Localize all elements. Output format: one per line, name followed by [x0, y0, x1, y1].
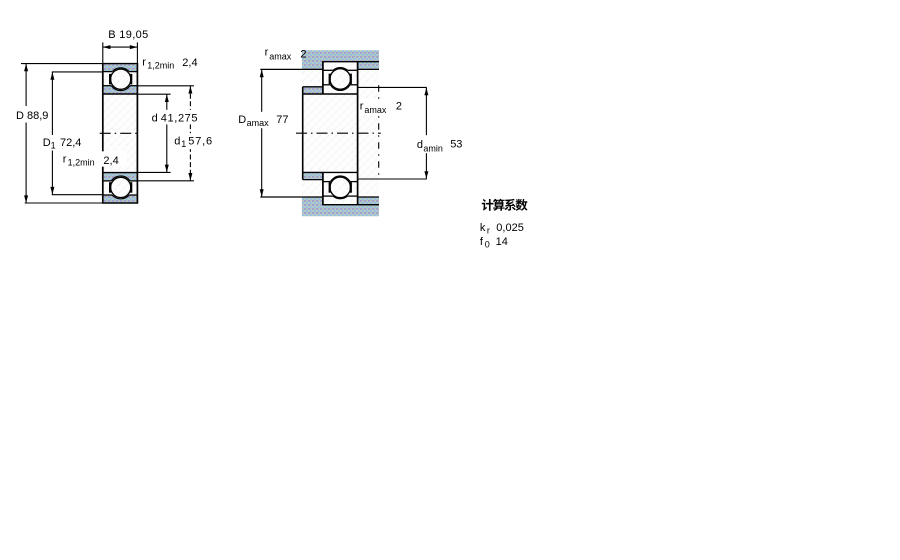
svg-text:14: 14: [496, 236, 508, 248]
svg-text:amin: amin: [423, 143, 443, 153]
svg-text:53: 53: [450, 139, 462, 151]
svg-text:2: 2: [300, 49, 306, 61]
svg-text:41,275: 41,275: [161, 113, 198, 125]
svg-text:r: r: [265, 47, 269, 59]
svg-text:f: f: [480, 236, 484, 248]
svg-text:d: d: [417, 139, 423, 151]
svg-text:d: d: [174, 136, 180, 148]
svg-text:D: D: [43, 137, 51, 149]
svg-text:2,4: 2,4: [182, 57, 197, 69]
svg-text:0: 0: [485, 240, 490, 250]
svg-text:1: 1: [51, 141, 56, 151]
svg-text:2: 2: [396, 101, 402, 113]
svg-text:1,2min: 1,2min: [68, 158, 95, 168]
svg-text:57,6: 57,6: [188, 136, 213, 148]
svg-text:D: D: [238, 114, 246, 126]
svg-text:D 88,9: D 88,9: [16, 110, 48, 122]
svg-text:1,2min: 1,2min: [147, 60, 174, 70]
svg-text:r: r: [487, 226, 490, 236]
svg-text:d: d: [152, 113, 158, 125]
svg-text:77: 77: [276, 114, 288, 126]
svg-text:amax: amax: [247, 118, 270, 128]
svg-text:k: k: [480, 222, 486, 234]
svg-text:2,4: 2,4: [103, 155, 118, 167]
svg-text:B 19,05: B 19,05: [108, 29, 148, 41]
svg-text:72,4: 72,4: [60, 137, 81, 149]
svg-text:amax: amax: [269, 51, 292, 61]
svg-text:0,025: 0,025: [496, 222, 524, 234]
svg-text:r: r: [63, 153, 67, 165]
svg-text:amax: amax: [364, 105, 387, 115]
svg-text:r: r: [360, 100, 364, 112]
svg-text:1: 1: [181, 139, 186, 149]
svg-text:r: r: [142, 56, 146, 68]
